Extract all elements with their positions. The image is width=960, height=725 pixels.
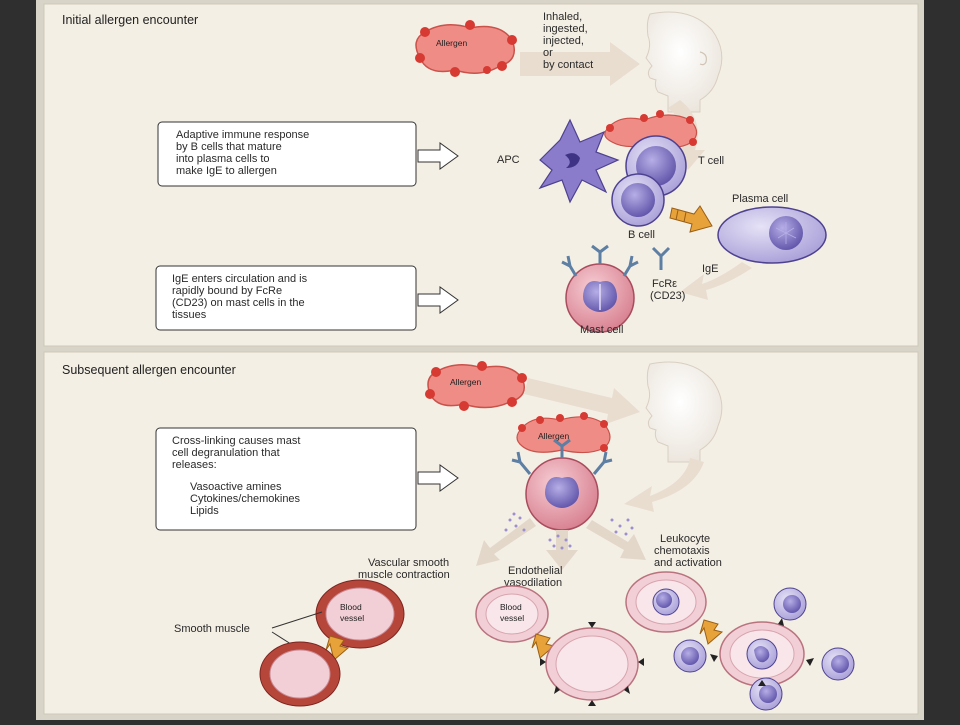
callout-1-line-1: Adaptive immune response: [176, 129, 309, 141]
callout-3-item-2: Cytokines/chemokines: [190, 493, 301, 505]
head-profile-2: [645, 361, 723, 463]
panel-2-heading: Subsequent allergen encounter: [62, 363, 236, 377]
ige-arrow: [680, 262, 752, 300]
head2-arrow: [624, 458, 704, 512]
granule-dots: [504, 512, 634, 550]
panel-subsequent-encounter: Subsequent allergen encounter Allergen C…: [43, 351, 919, 715]
blood-vessel-contracted: [259, 641, 341, 707]
mast-receptor-antibodies: [561, 244, 639, 277]
allergen-2-label: Allergen: [450, 377, 481, 387]
callout-2-line-1: IgE enters circulation and is: [172, 273, 308, 285]
effect-3-line-1: Leukocyte: [660, 533, 710, 545]
exposure-arrow: [520, 42, 640, 86]
apc-label: APC: [497, 154, 520, 166]
allergen-3-label: Allergen: [538, 431, 569, 441]
callout-crosslinking: Cross-linking causes mast cell degranula…: [155, 427, 459, 531]
panel-2-background: [43, 351, 919, 715]
crosslinking-allergen: Allergen: [516, 412, 611, 454]
migrating-leukocytes: [673, 587, 855, 711]
callout-2-line-2: rapidly bound by FcRe: [172, 285, 282, 297]
smooth-muscle-label: Smooth muscle: [174, 623, 250, 635]
effect-2-line-1: Endothelial: [508, 565, 562, 577]
plasma-label: Plasma cell: [732, 193, 788, 205]
effect-1-line-1: Vascular smooth: [368, 557, 449, 569]
callout-1-line-3: into plasma cells to: [176, 153, 270, 165]
panel-1-heading: Initial allergen encounter: [62, 13, 198, 27]
callout-3-item-1: Vasoactive amines: [190, 481, 282, 493]
exposure-line-1: Inhaled,: [543, 11, 582, 23]
mast-label: Mast cell: [580, 324, 623, 336]
plasma-cell: Plasma cell: [717, 193, 827, 264]
callout-2-line-3: (CD23) on mast cells in the: [172, 297, 305, 309]
callout-2-line-4: tissues: [172, 309, 207, 321]
callout-ige-circulation: IgE enters circulation and is rapidly bo…: [155, 265, 459, 331]
panel-initial-encounter: Initial allergen encounter Allergen Inha…: [43, 3, 919, 347]
receptor-line-2: (CD23): [650, 290, 685, 302]
free-ige-antibody: [651, 246, 671, 270]
exposure-line-5: by contact: [543, 59, 593, 71]
vessel-1-line-2: vessel: [340, 613, 364, 623]
blood-vessel-muscle: Blood vessel: [315, 579, 405, 649]
vessel-1-line-1: Blood: [340, 602, 362, 612]
exposure-routes: Inhaled, ingested, injected, or by conta…: [543, 11, 593, 71]
callout-1-arrow: [417, 142, 459, 170]
exposure-line-4: or: [543, 47, 553, 59]
effect-1-line-2: muscle contraction: [358, 569, 450, 581]
callout-3-line-2: cell degranulation that: [172, 447, 280, 459]
vessel-2-line-1: Blood: [500, 602, 522, 612]
allergen-label: Allergen: [436, 38, 467, 48]
head-ear: [699, 51, 707, 66]
receptor-line-1: FcRε: [652, 278, 677, 290]
reexposure-arrow: [524, 378, 640, 424]
callout-1-line-2: by B cells that mature: [176, 141, 282, 153]
mast-cell-initial: Mast cell FcRε (CD23): [561, 244, 685, 336]
smooth-muscle-pointer-1: [271, 611, 323, 629]
mast-cell-degranulating: [511, 438, 613, 531]
exposure-line-2: ingested,: [543, 23, 588, 35]
blood-vessel-endothelial: Blood vessel: [475, 585, 549, 643]
callout-adaptive-response: Adaptive immune response by B cells that…: [157, 121, 459, 187]
effect-3-line-3: and activation: [654, 557, 722, 569]
contraction-arrow: [325, 635, 350, 661]
leukocyte-vessel-active: [719, 621, 805, 687]
callout-3-line-1: Cross-linking causes mast: [172, 435, 300, 447]
chemotaxis-arrow: [699, 619, 724, 645]
bcell-label: B cell: [628, 229, 655, 241]
dilation-arrow: [531, 633, 556, 659]
tcell-label: T cell: [698, 155, 724, 167]
granule-release-arrows: [476, 518, 646, 570]
callout-2-arrow: [417, 286, 459, 314]
allergen-blob: Allergen: [415, 20, 517, 77]
vessel-2-line-2: vessel: [500, 613, 524, 623]
bcell-to-plasma-arrow: [669, 205, 713, 233]
callout-3-arrow: [417, 464, 459, 492]
apc-cell: APC: [497, 118, 620, 204]
allergen-blob-2: Allergen: [425, 361, 527, 411]
allergen-on-tcell: [604, 110, 698, 149]
callout-1-line-4: make IgE to allergen: [176, 165, 277, 177]
effect-3-line-2: chemotaxis: [654, 545, 710, 557]
exposure-line-3: injected,: [543, 35, 584, 47]
ige-label: IgE: [702, 263, 719, 275]
b-cell: B cell: [611, 173, 665, 241]
callout-3-line-3: releases:: [172, 459, 217, 471]
head-profile: [645, 11, 723, 113]
callout-3-item-3: Lipids: [190, 505, 219, 517]
leukocyte-vessel: [625, 571, 707, 633]
blood-vessel-dilated: [540, 622, 644, 706]
